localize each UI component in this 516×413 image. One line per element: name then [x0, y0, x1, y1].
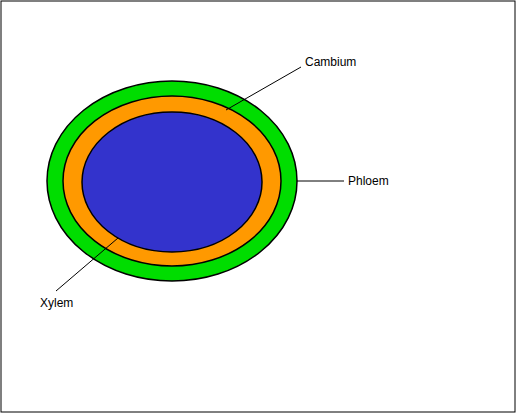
- part-label: Xylem: [40, 296, 73, 310]
- part-label: Cambium: [305, 55, 356, 69]
- leader-line: [226, 67, 301, 110]
- leader-line: [297, 181, 344, 182]
- cambium-ring: [63, 96, 281, 266]
- phloem-ring: [47, 81, 297, 281]
- xylem-core: [82, 112, 262, 252]
- part-label: Phloem: [348, 174, 389, 188]
- leader-line: [56, 238, 118, 291]
